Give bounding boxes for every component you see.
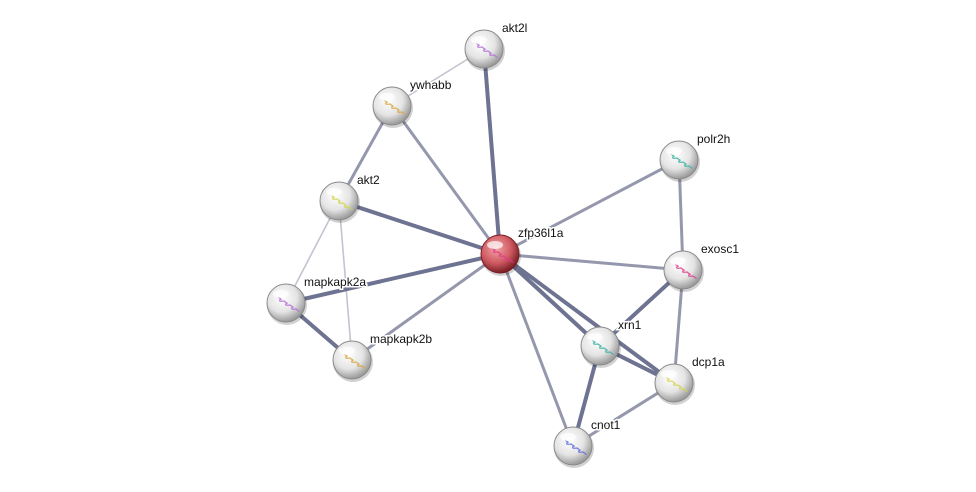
edge-zfp36l1a-mapkapk2a[interactable] [284,252,502,305]
node-label: dcp1a [692,355,725,369]
protein-structure-icon [343,353,366,369]
protein-structure-icon [591,339,614,355]
protein-structure-icon [564,439,587,455]
edge-zfp36l1a-mapkapk2b[interactable] [350,252,502,362]
node-zfp36l1a[interactable]: zfp36l1a [480,225,565,276]
protein-structure-icon [330,194,353,210]
node-label: akt2l [502,21,527,35]
protein-structure-icon [383,99,406,115]
node-label: exosc1 [701,242,739,256]
node-label: xrn1 [618,318,642,332]
protein-structure-icon [670,153,693,169]
edge-zfp36l1a-dcp1a[interactable] [498,252,676,385]
edge-cnot1-dcp1a[interactable] [571,381,676,448]
node-label: zfp36l1a [518,226,564,240]
protein-structure-icon [674,263,697,279]
node-akt2[interactable]: akt2 [319,172,382,223]
node-label: polr2h [697,132,730,146]
edge-akt2-mapkapk2b[interactable] [338,200,353,361]
node-ywhabb[interactable]: ywhabb [372,77,453,128]
node-akt2l[interactable]: akt2l [464,20,529,71]
protein-structure-icon [665,376,688,392]
node-label: akt2 [357,173,380,187]
edge-zfp36l1a-xrn1[interactable] [498,252,602,348]
node-label: cnot1 [591,418,621,432]
node-mapkapk2a[interactable]: mapkapk2a [266,274,368,325]
node-label: ywhabb [410,78,452,92]
protein-structure-icon [491,247,514,263]
node-label: mapkapk2b [370,332,432,346]
protein-structure-icon [277,296,300,312]
node-polr2h[interactable]: polr2h [659,131,732,182]
node-dcp1a[interactable]: dcp1a [654,354,727,405]
node-mapkapk2b[interactable]: mapkapk2b [332,331,434,382]
node-exosc1[interactable]: exosc1 [663,241,741,292]
node-label: mapkapk2a [304,275,366,289]
node-cnot1[interactable]: cnot1 [553,417,622,468]
edge-zfp36l1a-polr2h[interactable] [498,158,681,256]
edge-zfp36l1a-exosc1[interactable] [498,252,685,272]
node-xrn1[interactable]: xrn1 [580,317,643,368]
edge-zfp36l1a-akt2[interactable] [337,199,502,256]
edge-zfp36l1a-cnot1[interactable] [498,252,575,448]
nodes-layer: akt2l ywhabb polr2h akt2 zfp36l1a exosc1 mapka… [266,20,741,468]
edge-zfp36l1a-akt2l[interactable] [482,47,502,256]
edge-zfp36l1a-ywhabb[interactable] [390,104,502,256]
protein-structure-icon [475,42,498,58]
